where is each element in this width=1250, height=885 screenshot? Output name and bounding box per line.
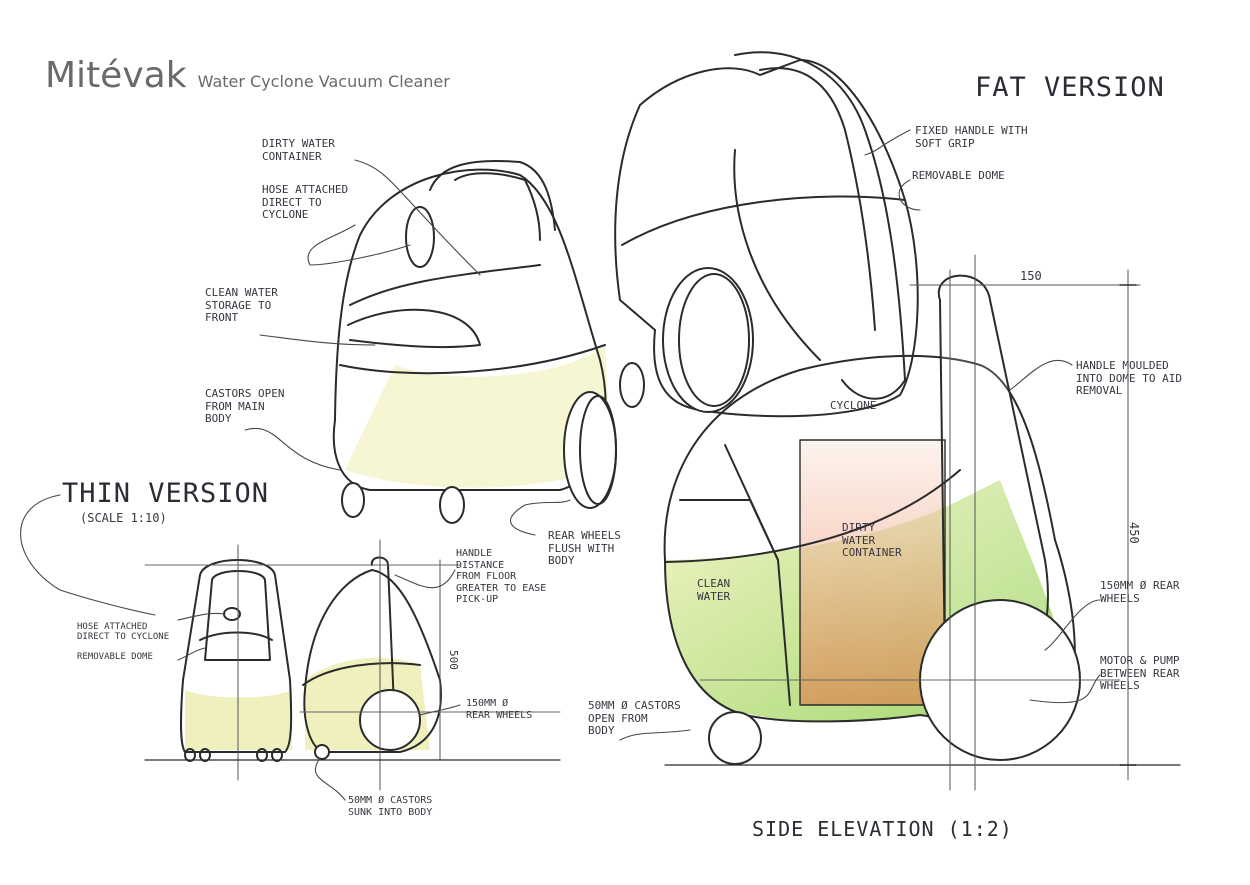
heading-thin-version: THIN VERSION [62, 478, 270, 509]
perspective-sketch [332, 159, 617, 524]
heading-side-elevation: SIDE ELEVATION (1:2) [752, 817, 1013, 841]
thin-front-drawing [179, 544, 293, 781]
leader-lines [20, 129, 1101, 801]
label-thin-dome: REMOVABLE DOME [77, 652, 153, 662]
label-clean-water-storage: CLEAN WATER STORAGE TO FRONT [205, 286, 278, 325]
dimension-500: 500 [447, 650, 460, 670]
label-cyclone: CYCLONE [830, 399, 877, 412]
label-thin-castors: 50mm Ø CASTORS SUNK INTO BODY [348, 795, 433, 818]
heading-thin-scale: (SCALE 1:10) [80, 511, 167, 525]
fat-perspective-sketch [614, 51, 919, 418]
label-handle-moulded: HANDLE MOULDED INTO DOME TO AID REMOVAL [1076, 359, 1182, 398]
dimension-150: 150 [1020, 269, 1042, 283]
label-castors-open: CASTORS OPEN FROM MAIN BODY [205, 387, 285, 426]
label-motor-pump: MOTOR & PUMP BETWEEN REAR WHEELS [1100, 654, 1180, 693]
label-thin-hose: HOSE ATTACHED DIRECT TO CYCLONE [77, 622, 170, 643]
label-rear-wheels-150: 150mm Ø REAR WHEELS [1100, 579, 1180, 605]
label-fixed-handle: FIXED HANDLE WITH SOFT GRIP [915, 124, 1028, 150]
dimension-450: 450 [1127, 522, 1141, 544]
label-handle-distance: HANDLE DISTANCE FROM FLOOR GREATER TO EA… [456, 548, 547, 605]
label-hose-attached: HOSE ATTACHED DIRECT TO CYCLONE [262, 183, 349, 222]
side-elevation-drawing [663, 254, 1181, 791]
title-block: Mitévak Water Cyclone Vacuum Cleaner [45, 55, 450, 96]
label-removable-dome: REMOVABLE DOME [912, 169, 1005, 182]
label-dirty-water-inner: DIRTY WATER CONTAINER [842, 521, 902, 560]
product-subtitle: Water Cyclone Vacuum Cleaner [197, 72, 450, 91]
product-name: Mitévak [45, 55, 187, 96]
label-rear-wheels-flush: REAR WHEELS FLUSH WITH BODY [548, 529, 621, 568]
heading-fat-version: FAT VERSION [975, 72, 1165, 103]
label-dirty-water-container: DIRTY WATER CONTAINER [262, 137, 335, 163]
label-clean-water-inner: CLEAN WATER [697, 577, 731, 603]
label-castors-50-open: 50mm Ø CASTORS OPEN FROM BODY [588, 699, 681, 738]
label-thin-rear-wheels: 150mm Ø REAR WHEELS [466, 698, 533, 721]
